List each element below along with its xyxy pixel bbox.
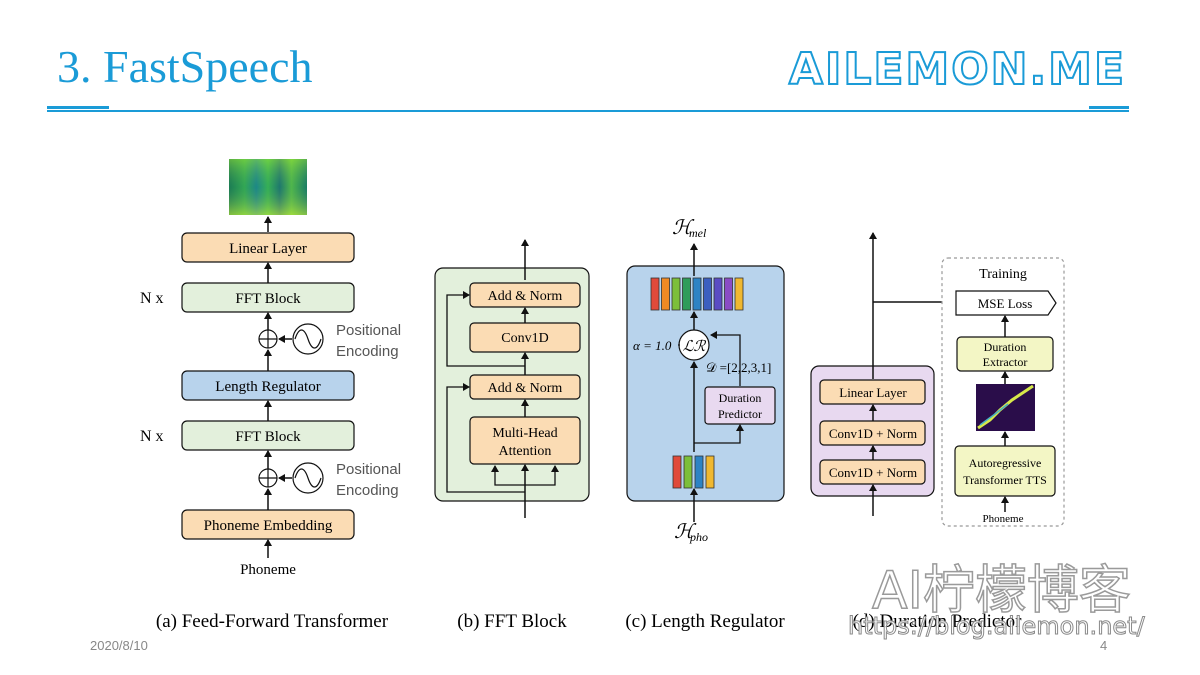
add-norm-top-label: Add & Norm: [488, 289, 563, 304]
divider-accent-right: [1089, 106, 1129, 109]
duration-extractor-line2: Extractor: [983, 355, 1028, 369]
page-number: 4: [1100, 638, 1108, 653]
mel-frame-bar: [713, 277, 723, 311]
linear-layer-label: Linear Layer: [229, 241, 307, 257]
mse-loss-box: [955, 290, 1057, 316]
length-regulator-label: Length Regulator: [215, 379, 320, 395]
footer-date: 2020/8/10: [90, 638, 148, 653]
repeat-top-label: N x: [140, 290, 164, 307]
lr-symbol: ℒℛ: [683, 339, 707, 355]
mel-spectrogram-overlay: [229, 159, 307, 215]
add-norm-bottom-label: Add & Norm: [488, 381, 563, 396]
mel-frame-bars: [650, 277, 744, 311]
brand-logo: AILEMON.ME: [788, 43, 1126, 96]
mel-frame-bar: [650, 277, 660, 311]
tts-phoneme-input: Phoneme: [983, 513, 1024, 525]
phoneme-bars: [672, 455, 715, 489]
encoding-label-2: Encoding: [336, 482, 399, 499]
caption-c: (c) Length Regulator: [625, 611, 785, 632]
duration-predictor-line1: Duration: [719, 391, 762, 405]
phoneme-bar: [705, 455, 715, 489]
fft-block-bottom-label: FFT Block: [235, 429, 301, 445]
duration-extractor-line1: Duration: [984, 340, 1027, 354]
repeat-bottom-label: N x: [140, 428, 164, 445]
conv1d-label: Conv1D: [501, 331, 548, 346]
fft-block-top-label: FFT Block: [235, 291, 301, 307]
mel-frame-bar: [692, 277, 702, 311]
alpha-label: α = 1.0: [633, 338, 672, 353]
panel-b-fft-block: Add & Norm Conv1D Add & Norm Multi-Head …: [434, 239, 590, 632]
phoneme-bar: [683, 455, 693, 489]
mel-frame-bar: [661, 277, 670, 311]
mel-frame-bar: [703, 277, 712, 311]
h-pho-symbol: ℋ: [674, 521, 697, 543]
phoneme-bar: [672, 455, 682, 489]
mel-frame-bar: [724, 277, 733, 311]
mel-frame-bar: [682, 277, 691, 311]
caption-d: (d) Duration Predictor: [853, 611, 1023, 632]
phoneme-bar: [694, 455, 704, 489]
conv-norm-bottom-label: Conv1D + Norm: [829, 465, 917, 480]
panel-d-duration-predictor: Linear Layer Conv1D + Norm Conv1D + Norm…: [810, 232, 1065, 632]
autoregressive-tts-box: [954, 445, 1056, 497]
tts-line2: Transformer TTS: [963, 473, 1047, 487]
slide-title: 3. FastSpeech: [57, 41, 313, 92]
mel-frame-bar: [734, 277, 744, 311]
positional-label-1: Positional: [336, 322, 401, 339]
h-mel-symbol: ℋ: [672, 217, 695, 239]
training-label: Training: [979, 267, 1027, 282]
tts-line1: Autoregressive: [969, 456, 1042, 470]
mel-frame-bar: [671, 277, 681, 311]
duration-predictor-line2: Predictor: [718, 407, 762, 421]
attention-label-line2: Attention: [499, 444, 552, 459]
positional-label-2: Positional: [336, 461, 401, 478]
panel-c-length-regulator: ℋ mel ℒℛ α = 1.0 𝒟 =[2,2,3,1] Duration P…: [625, 217, 785, 632]
caption-b: (b) FFT Block: [457, 611, 567, 632]
length-regulator-container: [626, 265, 785, 502]
mse-loss-label: MSE Loss: [978, 296, 1033, 311]
dp-linear-layer-label: Linear Layer: [839, 385, 907, 400]
h-pho-subscript: pho: [689, 530, 708, 544]
phoneme-embedding-label: Phoneme Embedding: [204, 518, 333, 534]
conv-norm-top-label: Conv1D + Norm: [829, 426, 917, 441]
durations-label: 𝒟 =[2,2,3,1]: [706, 360, 771, 375]
h-mel-subscript: mel: [689, 226, 707, 240]
caption-a: (a) Feed-Forward Transformer: [156, 611, 389, 632]
attention-label-line1: Multi-Head: [492, 426, 557, 441]
panel-a-feed-forward-transformer: Linear Layer FFT Block N x Positional En…: [140, 159, 401, 632]
encoding-label-1: Encoding: [336, 343, 399, 360]
phoneme-input-label: Phoneme: [240, 562, 296, 578]
watermark-url: https://blog.ailemon.net/: [848, 612, 1146, 641]
divider-accent-left: [47, 106, 109, 109]
watermark-title: AI柠檬博客: [871, 560, 1131, 622]
title-divider: [47, 110, 1129, 112]
